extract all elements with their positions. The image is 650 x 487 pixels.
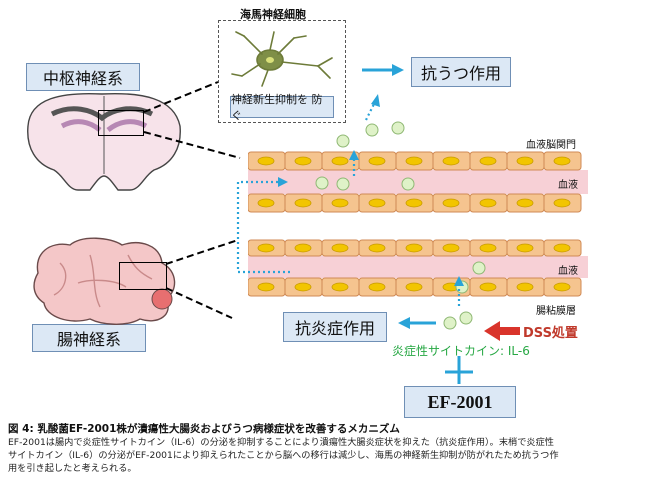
caption-line-3: 用を引き起したと考えられる。 <box>8 463 137 474</box>
blood-lower-label: 血液 <box>558 266 578 277</box>
neuron-title: 海馬神経細胞 <box>240 8 306 21</box>
antidepressant-label: 抗うつ作用 <box>411 57 511 87</box>
ef2001-box: EF-2001 <box>404 386 516 418</box>
brain-icon <box>27 92 181 191</box>
mucosa-layer <box>248 239 588 297</box>
caption-line-2: サイトカイン（IL-6）の分泌がEF-2001により抑えられたことから脳への移行… <box>8 450 559 461</box>
intestine-icon <box>33 237 176 325</box>
inhibit-label: 神経新生抑制を 防ぐ <box>230 93 334 122</box>
caption-line-1: EF-2001は腸内で炎症性サイトカイン（IL-6）の分泌を抑制することにより潰… <box>8 437 554 448</box>
ens-label: 腸神経系 <box>32 324 146 352</box>
hippocampus-zoom-box <box>98 110 144 136</box>
bbb-layer <box>248 151 588 213</box>
blood-upper-label: 血液 <box>558 180 578 191</box>
cns-label: 中枢神経系 <box>26 63 140 91</box>
neuron-icon <box>231 31 333 87</box>
antiinflammatory-label: 抗炎症作用 <box>283 312 387 342</box>
mucosa-label: 腸粘膜層 <box>536 306 576 317</box>
caption-title: 図 4: 乳酸菌EF-2001株が潰瘍性大腸炎およびうつ病様症状を改善するメカニ… <box>8 423 400 435</box>
cytokine-label: 炎症性サイトカイン: IL-6 <box>392 344 530 358</box>
dss-label: DSS処置 <box>523 326 578 341</box>
bbb-label: 血液脳関門 <box>526 140 576 151</box>
intestine-zoom-box <box>119 262 167 290</box>
